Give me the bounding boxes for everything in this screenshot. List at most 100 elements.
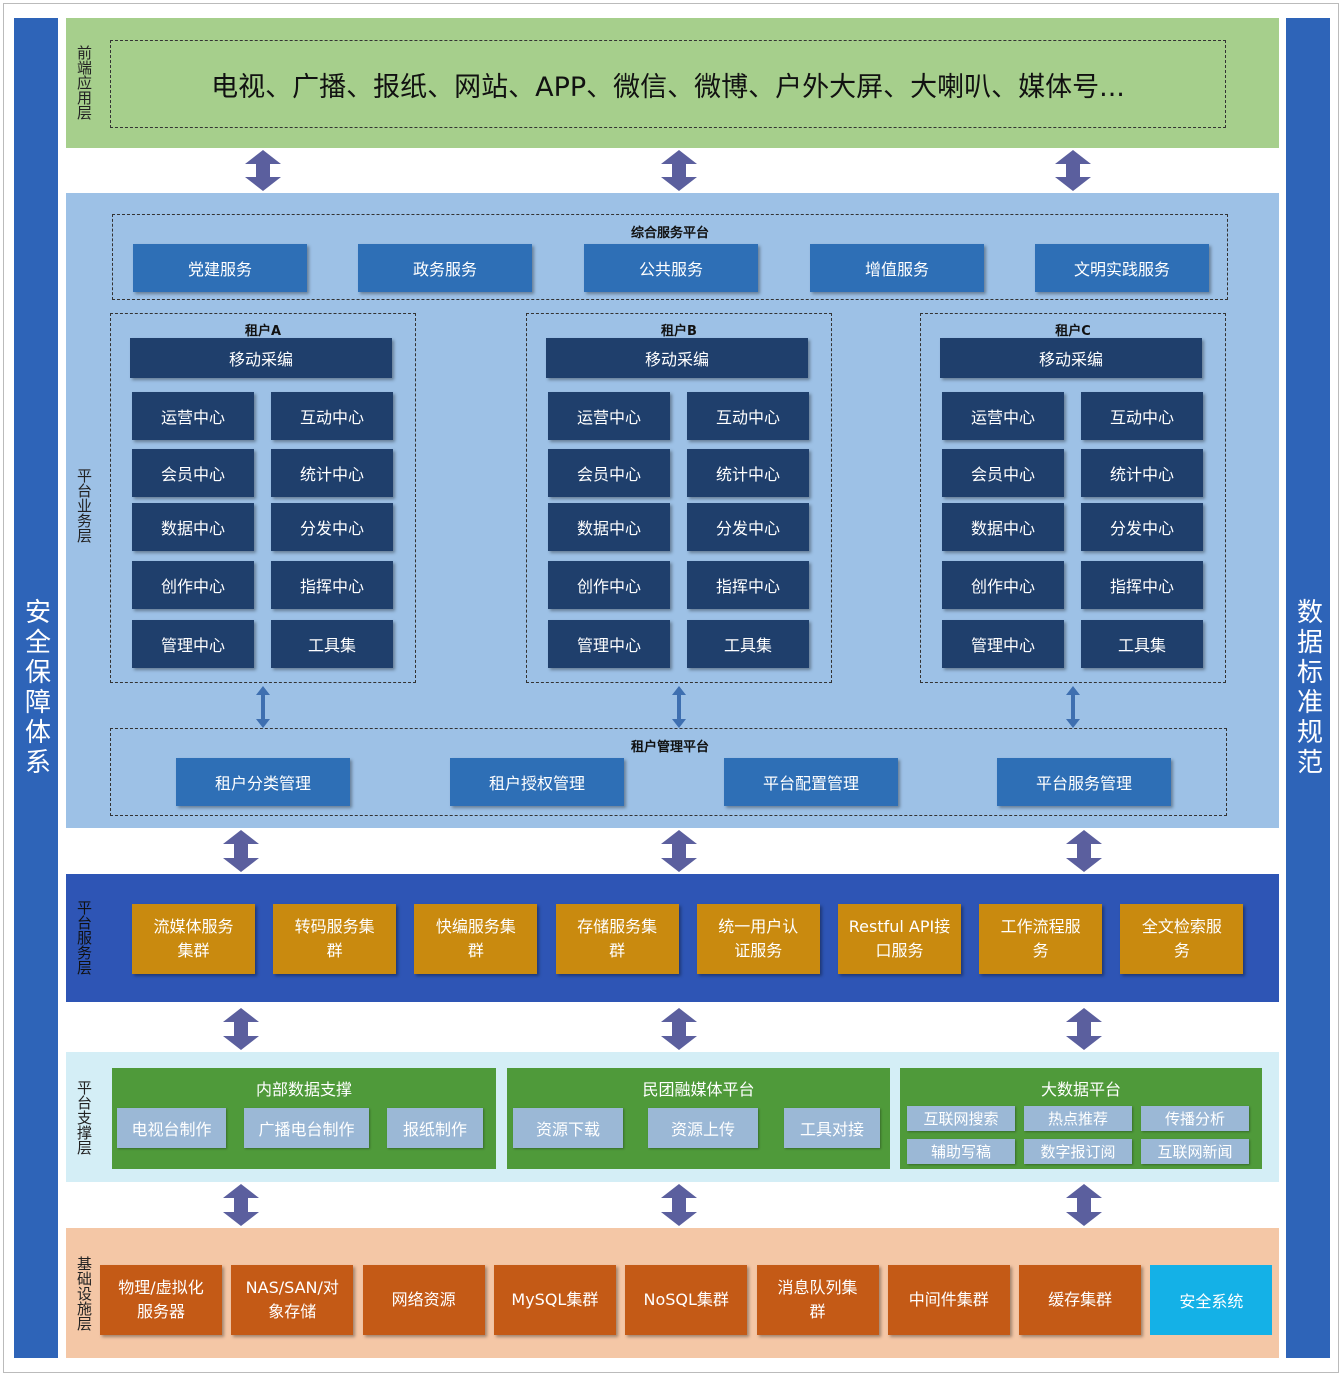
tenant-center-item[interactable]: 运营中心 (942, 392, 1064, 440)
support-item[interactable]: 资源上传 (648, 1108, 758, 1148)
tenant-center-item[interactable]: 工具集 (1081, 620, 1203, 668)
tenant-center-item[interactable]: 管理中心 (548, 620, 670, 668)
support-item[interactable]: 广播电台制作 (244, 1108, 369, 1148)
infra-layer-label: 基础设施层 (75, 1255, 93, 1331)
support-item[interactable]: 传播分析 (1141, 1106, 1249, 1131)
tenant-center-item[interactable]: 互动中心 (271, 392, 393, 440)
tenant-link-arrow (672, 686, 686, 728)
tenant-box (110, 313, 416, 683)
security-system-bar: 安全保障体系 (14, 18, 58, 1358)
infra-item[interactable]: 中间件集群 (887, 1265, 1010, 1335)
tenant-center-item[interactable]: 分发中心 (1081, 503, 1203, 551)
tenant-center-item[interactable]: 指挥中心 (271, 561, 393, 609)
tenant-center-item[interactable]: 会员中心 (942, 449, 1064, 497)
tenant-top-item[interactable]: 移动采编 (940, 338, 1202, 378)
tenant-mgmt-item[interactable]: 租户授权管理 (450, 758, 624, 806)
tenant-center-item[interactable]: 运营中心 (132, 392, 254, 440)
bidirectional-arrow (223, 830, 259, 872)
tenant-center-item[interactable]: 创作中心 (548, 561, 670, 609)
bidirectional-arrow (1066, 1008, 1102, 1050)
bidirectional-arrow (1055, 150, 1091, 191)
tenant-center-item[interactable]: 分发中心 (687, 503, 809, 551)
support-item[interactable]: 互联网新闻 (1141, 1139, 1249, 1164)
tenant-center-item[interactable]: 指挥中心 (1081, 561, 1203, 609)
support-item[interactable]: 报纸制作 (387, 1108, 483, 1148)
tenant-center-item[interactable]: 数据中心 (942, 503, 1064, 551)
infra-item[interactable]: 安全系统 (1150, 1265, 1273, 1335)
tenant-center-item[interactable]: 创作中心 (942, 561, 1064, 609)
tenant-mgmt-title: 租户管理平台 (630, 740, 709, 755)
tenant-center-item[interactable]: 指挥中心 (687, 561, 809, 609)
service-cluster-item[interactable]: 存储服务集 群 (555, 904, 679, 974)
service-cluster-item[interactable]: 统一用户认 证服务 (696, 904, 820, 974)
service-cluster-item[interactable]: 转码服务集 群 (273, 904, 397, 974)
service-cluster-item[interactable]: 流媒体服务 集群 (132, 904, 255, 974)
support-item[interactable]: 数字报订阅 (1024, 1139, 1132, 1164)
bidirectional-arrow (223, 1184, 259, 1226)
service-item[interactable]: 公共服务 (584, 244, 758, 292)
tenant-center-item[interactable]: 管理中心 (132, 620, 254, 668)
infra-item[interactable]: NoSQL集群 (625, 1265, 748, 1335)
tenant-center-item[interactable]: 运营中心 (548, 392, 670, 440)
tenant-mgmt-item[interactable]: 平台服务管理 (997, 758, 1171, 806)
support-item[interactable]: 互联网搜索 (907, 1106, 1015, 1131)
tenant-center-item[interactable]: 互动中心 (1081, 392, 1203, 440)
frontend-channels: 电视、广播、报纸、网站、APP、微信、微博、户外大屏、大喇叭、媒体号... (110, 40, 1226, 128)
tenant-center-item[interactable]: 管理中心 (942, 620, 1064, 668)
tenant-center-item[interactable]: 互动中心 (687, 392, 809, 440)
service-item[interactable]: 政务服务 (358, 244, 532, 292)
bidirectional-arrow (1066, 1184, 1102, 1226)
infra-item[interactable]: 物理/虚拟化 服务器 (100, 1265, 222, 1335)
frontend-layer-label: 前端应用层 (75, 45, 93, 120)
tenant-center-item[interactable]: 工具集 (271, 620, 393, 668)
tenant-center-item[interactable]: 创作中心 (132, 561, 254, 609)
service-cluster-item[interactable]: 全文检索服 务 (1120, 904, 1244, 974)
service-item[interactable]: 党建服务 (133, 244, 307, 292)
tenant-center-item[interactable]: 分发中心 (271, 503, 393, 551)
support-group-title: 内部数据支撑 (255, 1080, 352, 1099)
tenant-center-item[interactable]: 数据中心 (548, 503, 670, 551)
tenant-link-arrow (1066, 686, 1080, 728)
tenant-center-item[interactable]: 会员中心 (548, 449, 670, 497)
service-layer-label: 平台服务层 (75, 900, 93, 975)
bidirectional-arrow (245, 150, 281, 191)
tenant-mgmt-box (110, 728, 1227, 816)
support-item[interactable]: 电视台制作 (117, 1108, 226, 1148)
tenant-top-item[interactable]: 移动采编 (546, 338, 808, 378)
infra-item[interactable]: 网络资源 (362, 1265, 485, 1335)
service-item[interactable]: 文明实践服务 (1035, 244, 1209, 292)
bidirectional-arrow (661, 150, 697, 191)
infra-item[interactable]: MySQL集群 (493, 1265, 616, 1335)
tenant-center-item[interactable]: 统计中心 (271, 449, 393, 497)
support-layer-label: 平台支撑层 (75, 1079, 93, 1155)
bidirectional-arrow (661, 1008, 697, 1050)
infra-item[interactable]: 缓存集群 (1019, 1265, 1142, 1335)
outer-frame (3, 3, 1339, 1373)
data-standard-bar: 数据标准规范 (1286, 18, 1330, 1358)
support-item[interactable]: 资源下载 (513, 1108, 623, 1148)
tenant-box (526, 313, 832, 683)
infra-item[interactable]: NAS/SAN/对 象存储 (231, 1265, 354, 1335)
tenant-top-item[interactable]: 移动采编 (130, 338, 392, 378)
tenant-mgmt-item[interactable]: 平台配置管理 (724, 758, 898, 806)
service-item[interactable]: 增值服务 (810, 244, 984, 292)
service-platform-box (112, 214, 1228, 300)
support-item[interactable]: 热点推荐 (1024, 1106, 1132, 1131)
service-cluster-item[interactable]: 快编服务集 群 (414, 904, 538, 974)
support-item[interactable]: 辅助写稿 (907, 1139, 1015, 1164)
tenant-center-item[interactable]: 统计中心 (1081, 449, 1203, 497)
service-cluster-item[interactable]: Restful API接 口服务 (838, 904, 961, 974)
tenant-center-item[interactable]: 统计中心 (687, 449, 809, 497)
tenant-title: 租户B (661, 324, 697, 339)
security-system-label: 安全保障体系 (20, 598, 51, 778)
support-item[interactable]: 工具对接 (784, 1108, 880, 1148)
tenant-center-item[interactable]: 工具集 (687, 620, 809, 668)
tenant-center-item[interactable]: 数据中心 (132, 503, 254, 551)
service-cluster-item[interactable]: 工作流程服 务 (979, 904, 1103, 974)
tenant-link-arrow (256, 686, 270, 728)
tenant-mgmt-item[interactable]: 租户分类管理 (176, 758, 350, 806)
bidirectional-arrow (1066, 830, 1102, 872)
tenant-center-item[interactable]: 会员中心 (132, 449, 254, 497)
infra-item[interactable]: 消息队列集 群 (756, 1265, 879, 1335)
